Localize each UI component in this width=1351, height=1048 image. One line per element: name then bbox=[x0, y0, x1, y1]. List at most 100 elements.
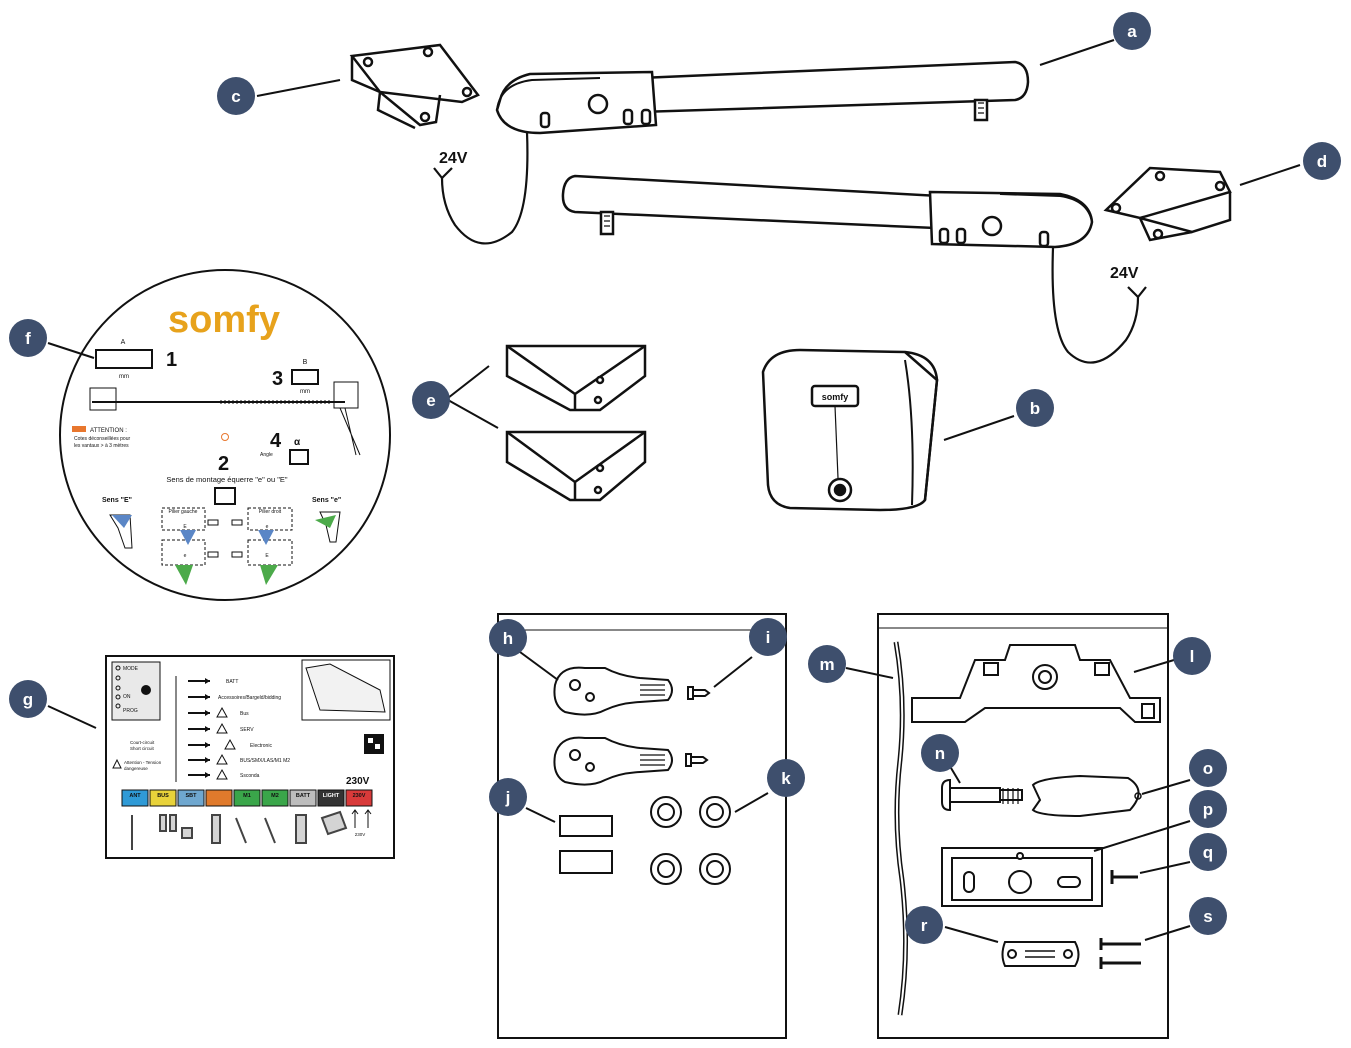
part-badge-r: r bbox=[905, 906, 943, 944]
terminal-label: BUS bbox=[157, 793, 169, 799]
badge-letter: j bbox=[505, 788, 511, 807]
badge-circle bbox=[1016, 389, 1054, 427]
spacer-r bbox=[1001, 941, 1080, 967]
badge-letter: k bbox=[781, 769, 791, 788]
svg-text:e: e bbox=[266, 524, 269, 530]
svg-text:α: α bbox=[294, 437, 301, 448]
badge-circle bbox=[489, 619, 527, 657]
svg-text:Sens de montage équerre "e" ou: Sens de montage équerre "e" ou "E" bbox=[166, 475, 287, 484]
part-badge-l: l bbox=[1173, 637, 1211, 675]
svg-text:Pilier droit: Pilier droit bbox=[259, 509, 282, 515]
voltage-label-arm-a: 24V bbox=[439, 150, 468, 167]
part-badge-b: b bbox=[1016, 389, 1054, 427]
badge-circle bbox=[1173, 637, 1211, 675]
svg-text:Ssconda: Ssconda bbox=[240, 773, 260, 779]
badge-letter: s bbox=[1203, 907, 1212, 926]
svg-text:230V: 230V bbox=[346, 776, 370, 787]
svg-text:4: 4 bbox=[270, 430, 282, 452]
plate-p bbox=[941, 847, 1103, 907]
screw-q bbox=[1110, 870, 1138, 884]
svg-text:Short circuit: Short circuit bbox=[130, 746, 155, 751]
bolt-n bbox=[941, 778, 1023, 812]
badge-letter: r bbox=[921, 916, 928, 935]
terminal-label: 230V bbox=[353, 793, 366, 799]
terminal-label: LIGHT bbox=[323, 793, 340, 799]
svg-text:mm: mm bbox=[119, 374, 129, 380]
svg-text:Angle: Angle bbox=[260, 452, 273, 458]
badge-letter: i bbox=[766, 628, 771, 647]
svg-text:Sens "E": Sens "E" bbox=[102, 497, 132, 504]
release-keys-h bbox=[553, 666, 673, 786]
terminal-block bbox=[317, 789, 345, 807]
somfy-brand-text: somfy bbox=[168, 299, 280, 341]
badge-circle bbox=[1189, 749, 1227, 787]
svg-text:BUS/SMX/LAS/M1 M2: BUS/SMX/LAS/M1 M2 bbox=[240, 758, 290, 764]
badge-letter: h bbox=[503, 629, 513, 648]
badge-letter: e bbox=[426, 391, 435, 410]
labels-j bbox=[559, 815, 613, 874]
svg-text:dangereuse: dangereuse bbox=[124, 766, 148, 771]
wiring-label-g: MODE ON PROG BATT Accessoires/Bargeld/bi… bbox=[105, 655, 395, 859]
part-badge-s: s bbox=[1189, 897, 1227, 935]
badge-circle bbox=[1303, 142, 1341, 180]
svg-text:ON: ON bbox=[123, 694, 131, 700]
svg-text:ATTENTION :: ATTENTION : bbox=[90, 428, 127, 434]
hardware-bag-l-s bbox=[877, 613, 1169, 1039]
terminal-block bbox=[121, 789, 149, 807]
svg-text:PROG: PROG bbox=[123, 708, 138, 714]
badge-circle bbox=[1189, 897, 1227, 935]
part-badge-d: d bbox=[1303, 142, 1341, 180]
bracket-d bbox=[1103, 166, 1232, 242]
svg-text:3: 3 bbox=[272, 368, 283, 390]
badge-letter: p bbox=[1203, 800, 1213, 819]
terminal-block bbox=[233, 789, 261, 807]
part-badge-a: a bbox=[1113, 12, 1151, 50]
badge-circle bbox=[749, 618, 787, 656]
svg-text:E: E bbox=[183, 524, 187, 530]
part-badge-f: f bbox=[9, 319, 47, 357]
bracket-c bbox=[349, 43, 480, 130]
part-badge-i: i bbox=[749, 618, 787, 656]
wiring-rows: BATT Accessoires/Bargeld/bidding Bus SER… bbox=[188, 678, 290, 780]
terminal-block bbox=[289, 789, 317, 807]
svg-text:les vantaux > à 3 mètres: les vantaux > à 3 mètres bbox=[74, 443, 129, 449]
part-badge-n: n bbox=[921, 734, 959, 772]
terminal-label: BATT bbox=[296, 793, 311, 799]
terminal-label: SBT bbox=[186, 793, 198, 799]
badge-circle bbox=[9, 319, 47, 357]
svg-text:Cotes déconseillées pour: Cotes déconseillées pour bbox=[74, 436, 130, 442]
badge-letter: a bbox=[1127, 22, 1137, 41]
svg-text:230V: 230V bbox=[355, 832, 366, 837]
badge-circle bbox=[767, 759, 805, 797]
badge-circle bbox=[1113, 12, 1151, 50]
terminal-block bbox=[345, 789, 373, 807]
badge-letter: d bbox=[1317, 152, 1327, 171]
motor-arm-d bbox=[561, 174, 1147, 364]
svg-text:SERV: SERV bbox=[240, 727, 254, 733]
part-badge-g: g bbox=[9, 680, 47, 718]
part-badge-j: j bbox=[489, 778, 527, 816]
badge-circle bbox=[921, 734, 959, 772]
leader-lines bbox=[47, 39, 1301, 943]
voltage-label-arm-d: 24V bbox=[1110, 265, 1139, 282]
badge-letter: b bbox=[1030, 399, 1040, 418]
badge-circle bbox=[9, 680, 47, 718]
washers-k bbox=[650, 796, 731, 885]
drilling-template-f: somfy A 1 mm 3 B mm ATTENTION : Cotes dé… bbox=[59, 269, 391, 601]
terminal-block bbox=[261, 789, 289, 807]
part-badge-e: e bbox=[412, 381, 450, 419]
terminal-block bbox=[205, 789, 233, 807]
svg-text:somfy: somfy bbox=[822, 392, 849, 402]
screws-s bbox=[1099, 938, 1141, 969]
svg-text:A: A bbox=[121, 339, 126, 346]
svg-text:Court-circuit: Court-circuit bbox=[130, 740, 155, 745]
badge-letter: l bbox=[1190, 647, 1195, 666]
badge-letter: g bbox=[23, 690, 33, 709]
svg-text:Accessoires/Bargeld/bidding: Accessoires/Bargeld/bidding bbox=[218, 695, 281, 701]
terminal-label: ANT bbox=[129, 793, 141, 799]
badge-letter: q bbox=[1203, 843, 1213, 862]
badge-letter: f bbox=[25, 329, 31, 348]
terminal-block bbox=[177, 789, 205, 807]
